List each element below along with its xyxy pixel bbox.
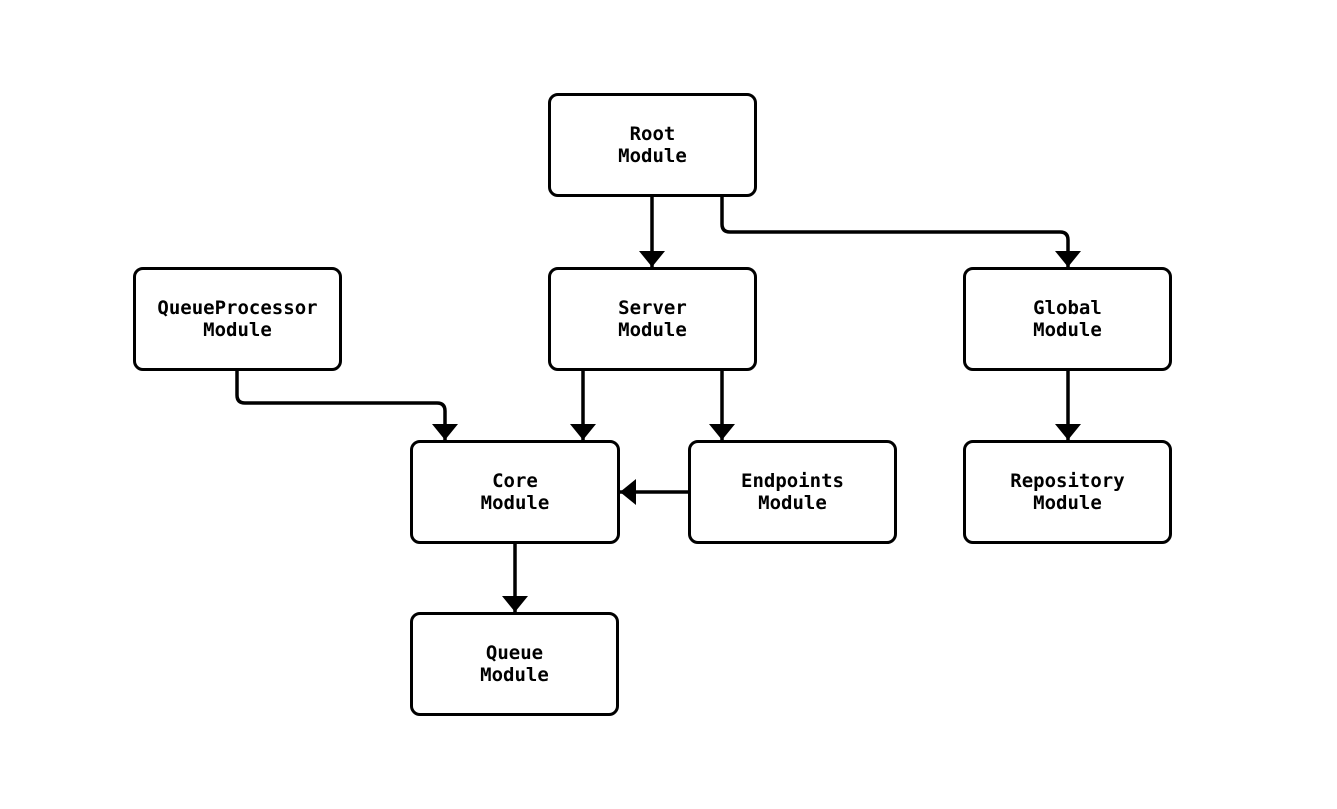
node-endpoints-module: Endpoints Module: [688, 440, 897, 544]
node-queueprocessor-module: QueueProcessor Module: [133, 267, 342, 371]
node-server-module-label: Server Module: [618, 297, 687, 341]
arrowhead-server-to-endpoints: [709, 424, 735, 440]
node-core-module-label: Core Module: [480, 470, 550, 514]
arrowhead-endpoints-to-core: [620, 479, 636, 505]
edge-queueprocessor-to-core: [235, 371, 447, 440]
node-global-module: Global Module: [963, 267, 1172, 371]
arrowhead-queueprocessor-to-core: [432, 424, 458, 440]
arrowhead-core-to-queue: [502, 596, 528, 612]
node-queueprocessor-module-label: QueueProcessor Module: [157, 297, 318, 341]
arrowhead-root-to-global: [1055, 251, 1081, 267]
node-root-module: Root Module: [548, 93, 757, 197]
arrowhead-global-to-repository: [1055, 424, 1081, 440]
edge-root-to-global: [720, 197, 1070, 267]
node-root-module-label: Root Module: [618, 123, 687, 167]
node-queue-module-label: Queue Module: [480, 642, 549, 686]
node-repository-module: Repository Module: [963, 440, 1172, 544]
node-repository-module-label: Repository Module: [1010, 470, 1125, 514]
node-queue-module: Queue Module: [410, 612, 619, 716]
arrowhead-root-to-server: [639, 251, 665, 267]
node-endpoints-module-label: Endpoints Module: [741, 470, 844, 514]
node-global-module-label: Global Module: [1033, 297, 1102, 341]
arrowhead-server-to-core: [570, 424, 596, 440]
node-server-module: Server Module: [548, 267, 757, 371]
node-core-module: Core Module: [410, 440, 620, 544]
